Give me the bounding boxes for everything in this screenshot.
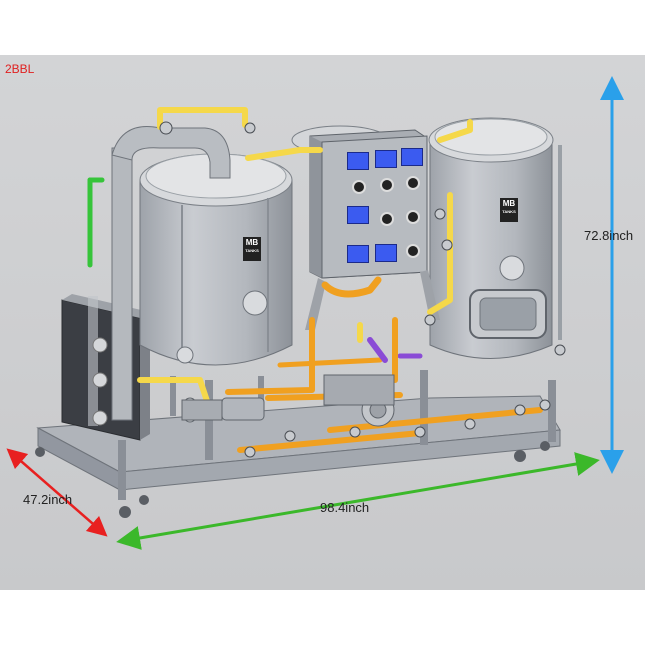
panel-display [401,148,423,166]
panel-knob [380,178,394,192]
logo-text-mb: MB [245,238,259,247]
panel-display [375,150,397,168]
panel-display [347,206,369,224]
mash-tun-tank [139,153,293,416]
logo-text-mb: MB [502,199,516,208]
pump-assembly [181,374,395,427]
panel-display [375,244,397,262]
width-label: 47.2inch [23,492,73,507]
panel-knob [406,244,420,258]
length-label: 98.4inch [320,500,370,515]
kettle-whirlpool-tank [428,117,562,359]
plate-heat-exchanger [61,294,150,441]
capacity-title: 2BBL [5,62,35,76]
mb-tanks-logo-right: MB TANKS [500,198,518,222]
control-panel [305,129,440,330]
logo-text-tanks: TANKS [245,248,259,253]
panel-knob [406,176,420,190]
mb-tanks-logo-left: MB TANKS [243,237,261,261]
panel-display [347,245,369,263]
vent-stack [111,126,231,421]
height-label: 72.8inch [584,228,634,243]
width-arrow [6,448,108,537]
panel-knob [380,212,394,226]
panel-display [347,152,369,170]
panel-knob [406,210,420,224]
pipework [87,107,543,453]
logo-text-tanks: TANKS [502,209,516,214]
panel-knob [352,180,366,194]
length-arrow [116,452,600,550]
